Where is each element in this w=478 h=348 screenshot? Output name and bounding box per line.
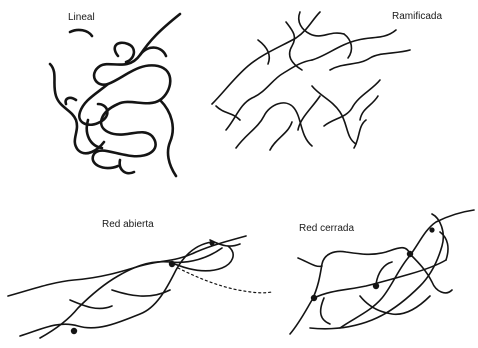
- label-ramificada: Ramificada: [392, 11, 442, 22]
- label-red-abierta: Red abierta: [102, 219, 154, 230]
- ramificada-polymer-chains: [212, 12, 410, 150]
- label-lineal: Lineal: [68, 12, 95, 23]
- lineal-polymer-chain: [50, 14, 180, 176]
- red-abierta-network: [8, 236, 272, 338]
- label-red-cerrada: Red cerrada: [299, 223, 354, 234]
